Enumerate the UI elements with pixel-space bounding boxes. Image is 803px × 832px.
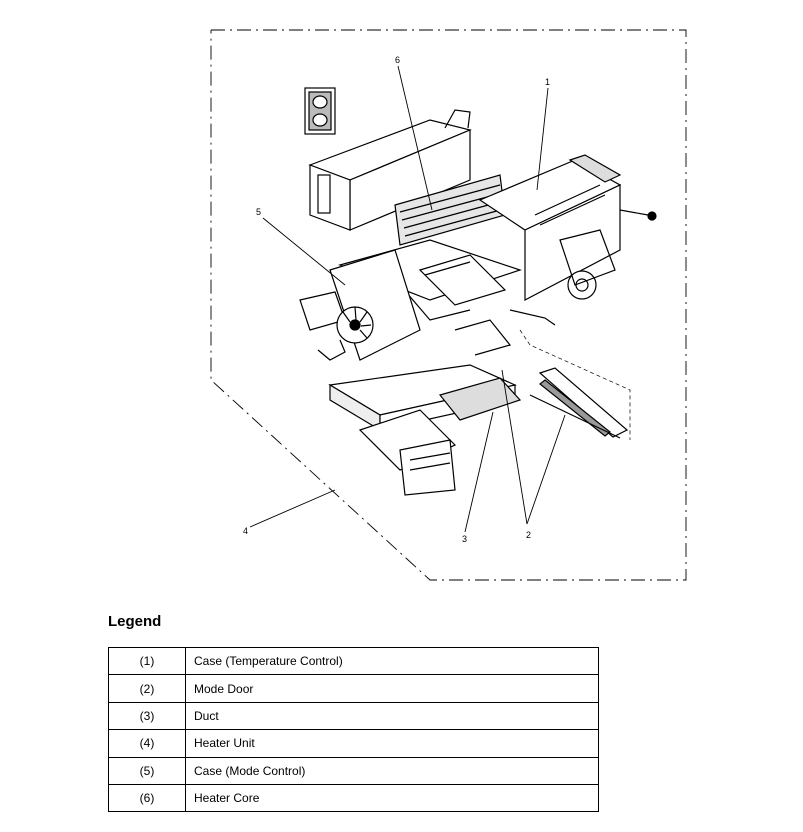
- callout-6: 6: [395, 55, 400, 65]
- legend-row: (6) Heater Core: [108, 783, 599, 813]
- legend-number: (4): [108, 729, 186, 758]
- legend-description: Heater Unit: [185, 729, 599, 758]
- duct-part: [328, 364, 522, 496]
- legend-description: Mode Door: [185, 674, 599, 703]
- legend-description: Case (Mode Control): [185, 756, 599, 785]
- legend-number: (1): [108, 646, 186, 676]
- leader-lines: [249, 65, 566, 533]
- callout-5: 5: [256, 207, 261, 217]
- legend-row: (3) Duct: [108, 701, 599, 731]
- callout-3: 3: [462, 534, 467, 544]
- callout-4: 4: [243, 526, 248, 536]
- legend-row: (2) Mode Door: [108, 674, 599, 703]
- heater-core-part: [308, 109, 506, 246]
- legend-number: (6): [108, 783, 186, 813]
- legend-title: Legend: [108, 613, 162, 630]
- mode-door-part: [529, 367, 629, 439]
- callout-2: 2: [526, 530, 531, 540]
- legend-row: (5) Case (Mode Control): [108, 756, 599, 785]
- connection-dash: [519, 329, 631, 440]
- legend-description: Duct: [185, 701, 599, 731]
- case-mode-control-part: [299, 249, 421, 361]
- dashed-boundary: [210, 29, 687, 581]
- case-temperature-control-part: [478, 154, 657, 301]
- legend-row: (4) Heater Unit: [108, 729, 599, 758]
- legend-description: Case (Temperature Control): [185, 646, 599, 676]
- legend-description: Heater Core: [185, 783, 599, 813]
- legend-number: (5): [108, 756, 186, 785]
- gasket-part: [304, 87, 336, 135]
- callout-1: 1: [545, 77, 550, 87]
- legend-number: (3): [108, 701, 186, 731]
- legend-table: (1) Case (Temperature Control) (2) Mode …: [108, 646, 599, 813]
- exploded-view-diagram: 1 2 3 4 5 6: [210, 29, 687, 581]
- legend-row: (1) Case (Temperature Control): [108, 646, 599, 676]
- legend-number: (2): [108, 674, 186, 703]
